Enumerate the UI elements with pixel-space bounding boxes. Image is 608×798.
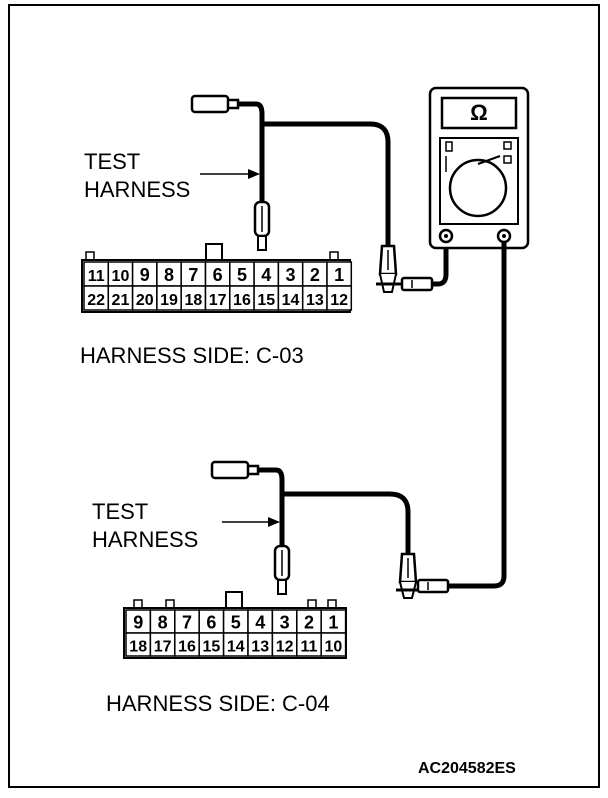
- upper-pin-number: 3: [286, 265, 296, 285]
- upper-pin-number: 2: [310, 265, 320, 285]
- lower-pin-number: 16: [178, 639, 196, 656]
- upper-pin-number: 1: [334, 265, 344, 285]
- lower-pin-number: 9: [133, 613, 143, 633]
- lower-pin-number: 17: [154, 639, 172, 656]
- upper-pin-cell: [229, 261, 255, 287]
- upper-connector-label: HARNESS SIDE: C-03: [80, 343, 304, 368]
- upper-pin-cell: [83, 285, 110, 311]
- upper-pin-number: 9: [140, 265, 150, 285]
- lower-pin-number: 12: [276, 639, 294, 656]
- upper-test-harness: [190, 94, 391, 251]
- lower-pin-number: 13: [251, 639, 269, 656]
- upper-pin-number: 19: [160, 292, 178, 309]
- multimeter: Ω: [428, 86, 530, 250]
- lower-pin-cell: [320, 632, 347, 657]
- upper-pin-cell: [253, 261, 280, 287]
- upper-pin-number: 14: [282, 292, 300, 309]
- upper-pin-cell: [107, 261, 134, 287]
- lower-pin-number: 8: [158, 613, 168, 633]
- upper-pin-number: 21: [112, 292, 130, 309]
- lower-test-label: TEST HARNESS: [92, 498, 198, 553]
- upper-pin-number: 18: [184, 292, 202, 309]
- selector-dial: [448, 158, 508, 218]
- upper-pin-number: 6: [213, 265, 223, 285]
- upper-pin-cell: [301, 261, 328, 287]
- upper-pin-cell: [180, 285, 207, 311]
- lower-pin-number: 18: [129, 639, 147, 656]
- upper-pin-cell: [277, 285, 304, 311]
- upper-pin-number: 20: [136, 292, 154, 309]
- lower-pin-number: 4: [255, 613, 265, 633]
- upper-test-label: TEST HARNESS: [84, 148, 190, 203]
- upper-pin-number: 12: [330, 292, 348, 309]
- lower-connector-label: HARNESS SIDE: C-04: [106, 691, 330, 716]
- lower-pin-number: 3: [280, 613, 290, 633]
- upper-pin-cell: [326, 285, 353, 311]
- lower-pin-number: 5: [231, 613, 241, 633]
- upper-test-label-line1: TEST: [84, 149, 141, 174]
- lower-pin-number: 14: [227, 639, 245, 656]
- lower-pin-number: 1: [328, 613, 338, 633]
- figure-code: AC204582ES: [418, 760, 516, 777]
- upper-meter-lead: [376, 238, 449, 293]
- upper-harness-plug: [190, 94, 230, 114]
- upper-pin-cell: [156, 285, 182, 311]
- lower-test-harness: [210, 460, 411, 595]
- upper-pin-number: 11: [88, 268, 105, 285]
- upper-pin-number: 17: [209, 292, 227, 309]
- meter-display: [440, 96, 518, 130]
- upper-pin-number: 16: [233, 292, 251, 309]
- lower-meter-lead: [396, 552, 450, 599]
- upper-pin-cell: [180, 261, 207, 287]
- lower-pin-number: 6: [206, 613, 216, 633]
- upper-pin-cell: [204, 261, 231, 287]
- upper-pin-cell: [131, 285, 158, 311]
- lower-pin-number: 2: [304, 613, 314, 633]
- upper-pin-number: 4: [261, 265, 271, 285]
- upper-pin-number: 5: [237, 265, 247, 285]
- lower-pin-number: 7: [182, 613, 192, 633]
- upper-test-label-line2: HARNESS: [84, 176, 191, 202]
- upper-pin-number: 8: [164, 265, 174, 285]
- lower-harness-plug: [210, 460, 250, 480]
- lower-pin-number: 10: [325, 639, 343, 656]
- upper-pin-number: 10: [112, 268, 130, 285]
- upper-pin-cell: [107, 285, 134, 311]
- upper-pin-number: 7: [188, 265, 198, 285]
- lower-pin-number: 15: [203, 639, 221, 656]
- upper-pin-number: 15: [257, 292, 275, 309]
- lower-arrow: [222, 517, 280, 527]
- upper-pin-cell: [253, 285, 280, 311]
- upper-pin-number: 13: [306, 292, 324, 309]
- upper-arrow: [200, 169, 260, 179]
- ohm-symbol: Ω: [470, 100, 488, 125]
- lower-pin-number: 11: [301, 639, 318, 656]
- upper-pin-cell: [204, 285, 231, 311]
- right-meter-lead: [446, 242, 507, 589]
- lower-test-label-line2: HARNESS: [92, 526, 199, 552]
- upper-pin-cell: [156, 261, 182, 287]
- upper-pin-number: 22: [87, 292, 105, 309]
- lower-test-label-line1: TEST: [92, 499, 149, 524]
- upper-pin-cell: [277, 261, 304, 287]
